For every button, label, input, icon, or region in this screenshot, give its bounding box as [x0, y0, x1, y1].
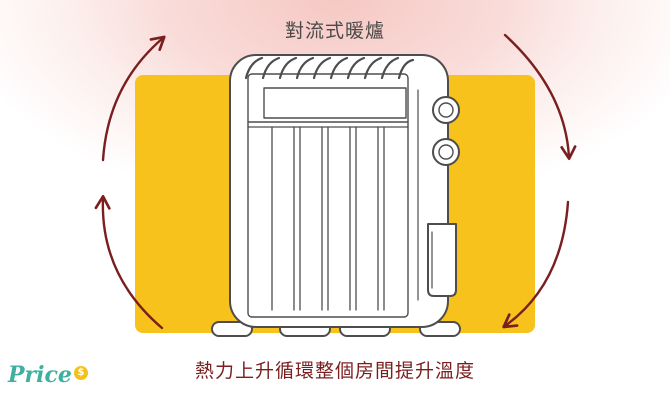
heater-slats: [271, 126, 385, 311]
arrow-upper-right: [503, 33, 577, 161]
heater-top-fins: [244, 56, 415, 80]
heater-inner-frame: [247, 73, 409, 318]
arrow-lower-left: [94, 194, 164, 330]
diagram-caption: 熱力上升循環整個房間提升溫度: [194, 360, 475, 382]
circulation-arrows: [94, 33, 577, 330]
heater-knobs: [432, 96, 460, 166]
arrow-lower-right: [502, 200, 570, 329]
heater-side-pocket: [427, 223, 457, 297]
price-logo: Price: [8, 362, 72, 388]
heater-top-grille: [263, 87, 407, 119]
heater-body: [229, 54, 449, 328]
diagram-title: 對流式暖爐: [284, 20, 385, 42]
arrow-upper-left: [101, 35, 166, 162]
radiator-heater: [211, 54, 461, 337]
dollar-coin-icon: $: [74, 366, 88, 380]
